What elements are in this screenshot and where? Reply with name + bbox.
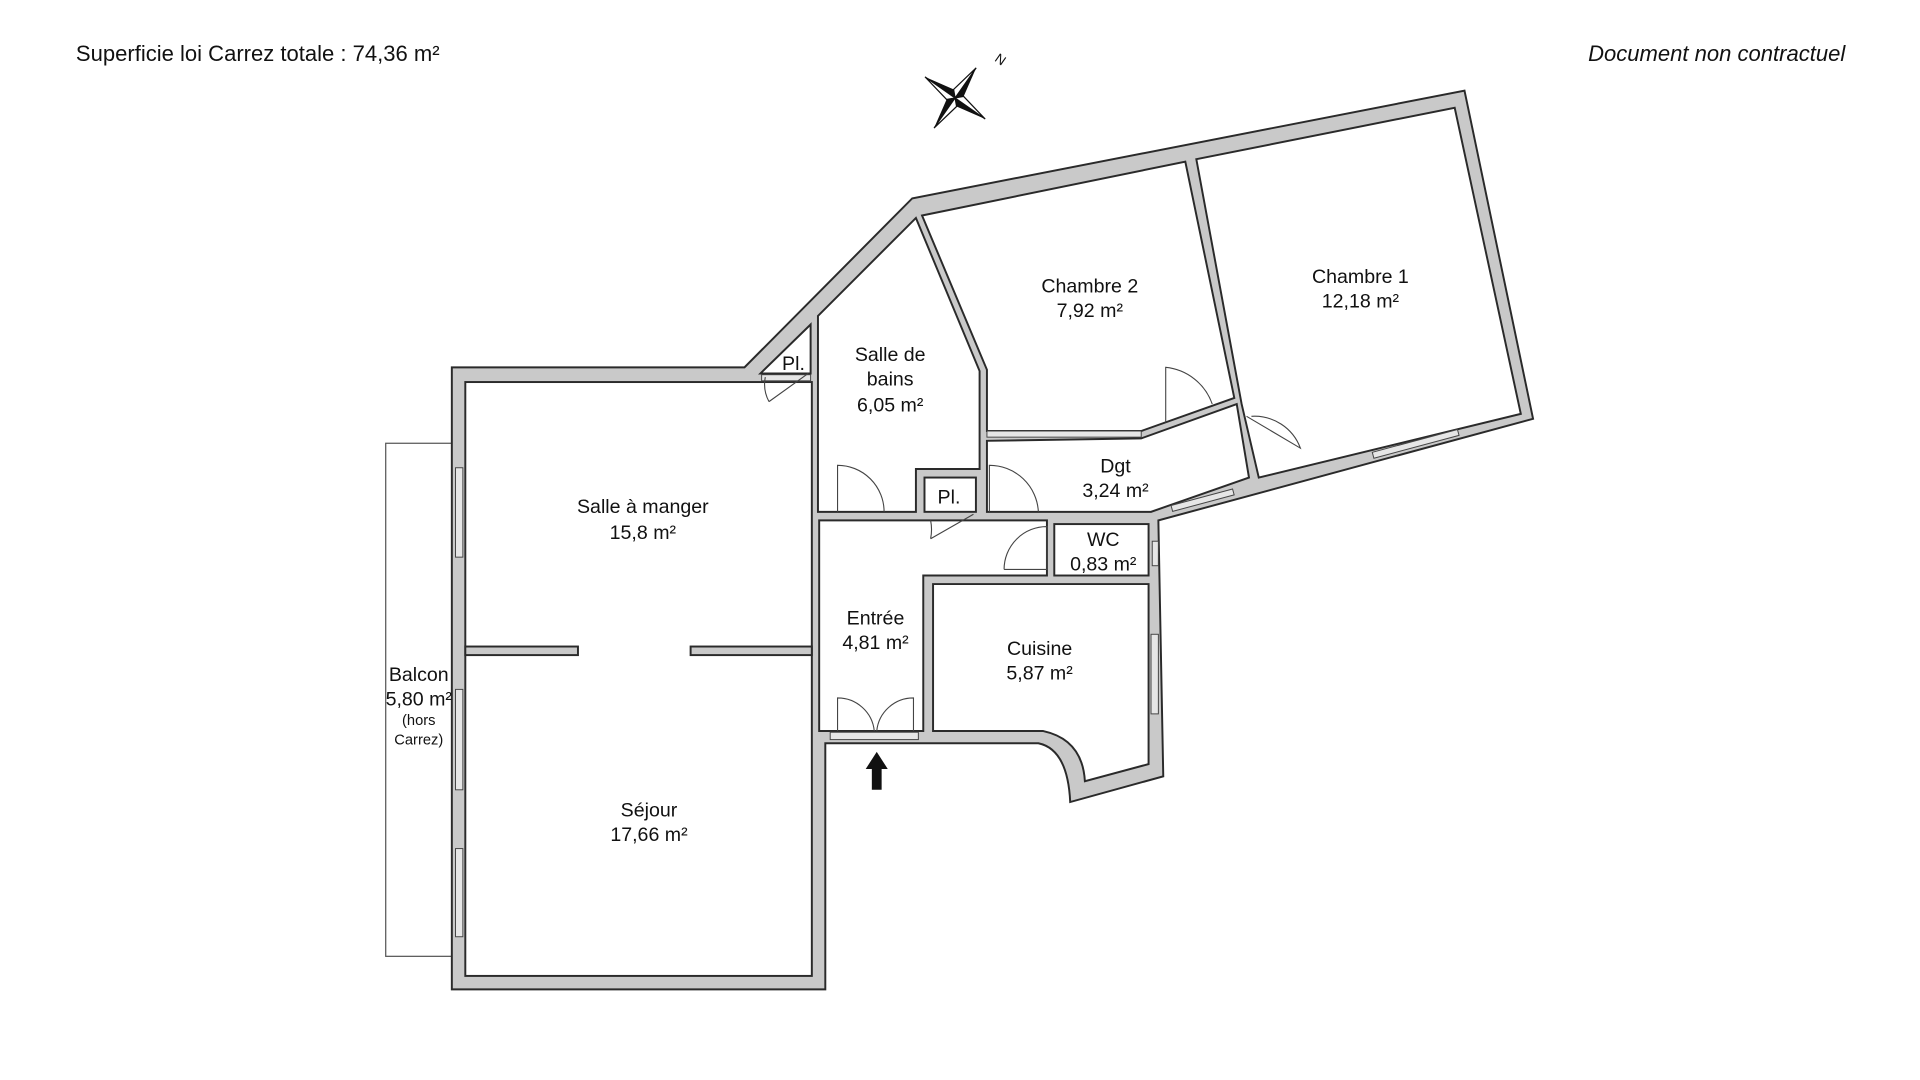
- balcon-note-1: (hors: [402, 713, 435, 729]
- room-placard-1: [758, 322, 812, 375]
- balcon-area: 5,80 m²: [386, 688, 453, 710]
- cuisine-area: 5,87 m²: [1006, 663, 1073, 685]
- cuisine-name: Cuisine: [1007, 638, 1072, 660]
- salle-a-manger-area: 15,8 m²: [610, 522, 677, 544]
- partition-wall-left: [464, 645, 579, 657]
- chambre1-name: Chambre 1: [1312, 266, 1409, 288]
- dgt-name: Dgt: [1100, 456, 1131, 478]
- chambre2-name: Chambre 2: [1041, 276, 1138, 298]
- entrance-arrow-icon: [865, 751, 888, 790]
- wc-name: WC: [1087, 529, 1120, 551]
- entree-name: Entrée: [847, 607, 905, 629]
- room-bathroom: [816, 216, 981, 513]
- room-bedroom-1: [1195, 106, 1522, 479]
- entree-area: 4,81 m²: [842, 632, 909, 654]
- chambre2-area: 7,92 m²: [1057, 300, 1124, 322]
- placard1-name: Pl.: [782, 353, 805, 375]
- total-area-label: Superficie loi Carrez totale : 74,36 m²: [76, 41, 440, 66]
- sdb-area: 6,05 m²: [857, 394, 924, 416]
- compass-icon: [924, 67, 986, 129]
- balcon-note-2: Carrez): [394, 732, 443, 748]
- dgt-area: 3,24 m²: [1082, 480, 1149, 502]
- sdb-name-2: bains: [867, 369, 914, 391]
- wc-area: 0,83 m²: [1070, 554, 1137, 576]
- room-entrance: [818, 519, 1048, 732]
- salle-a-manger-name: Salle à manger: [577, 496, 709, 518]
- compass-north-label: N: [992, 51, 1009, 69]
- sejour-name: Séjour: [621, 800, 678, 822]
- room-wc: [1053, 523, 1150, 577]
- room-placard-2: [923, 476, 977, 513]
- placard2-name: Pl.: [938, 486, 961, 508]
- sejour-area: 17,66 m²: [610, 824, 688, 846]
- partition-wall-right: [689, 645, 813, 657]
- sdb-name-1: Salle de: [855, 344, 926, 366]
- balcon-name: Balcon: [389, 664, 449, 686]
- room-corridor: [985, 402, 1251, 513]
- room-kitchen: [932, 583, 1150, 783]
- balcony-area: [385, 442, 453, 957]
- disclaimer-label: Document non contractuel: [1588, 41, 1846, 66]
- room-living-dining: [464, 381, 813, 977]
- doors: [764, 366, 1302, 732]
- chambre1-area: 12,18 m²: [1322, 290, 1400, 312]
- windows: [455, 374, 1460, 938]
